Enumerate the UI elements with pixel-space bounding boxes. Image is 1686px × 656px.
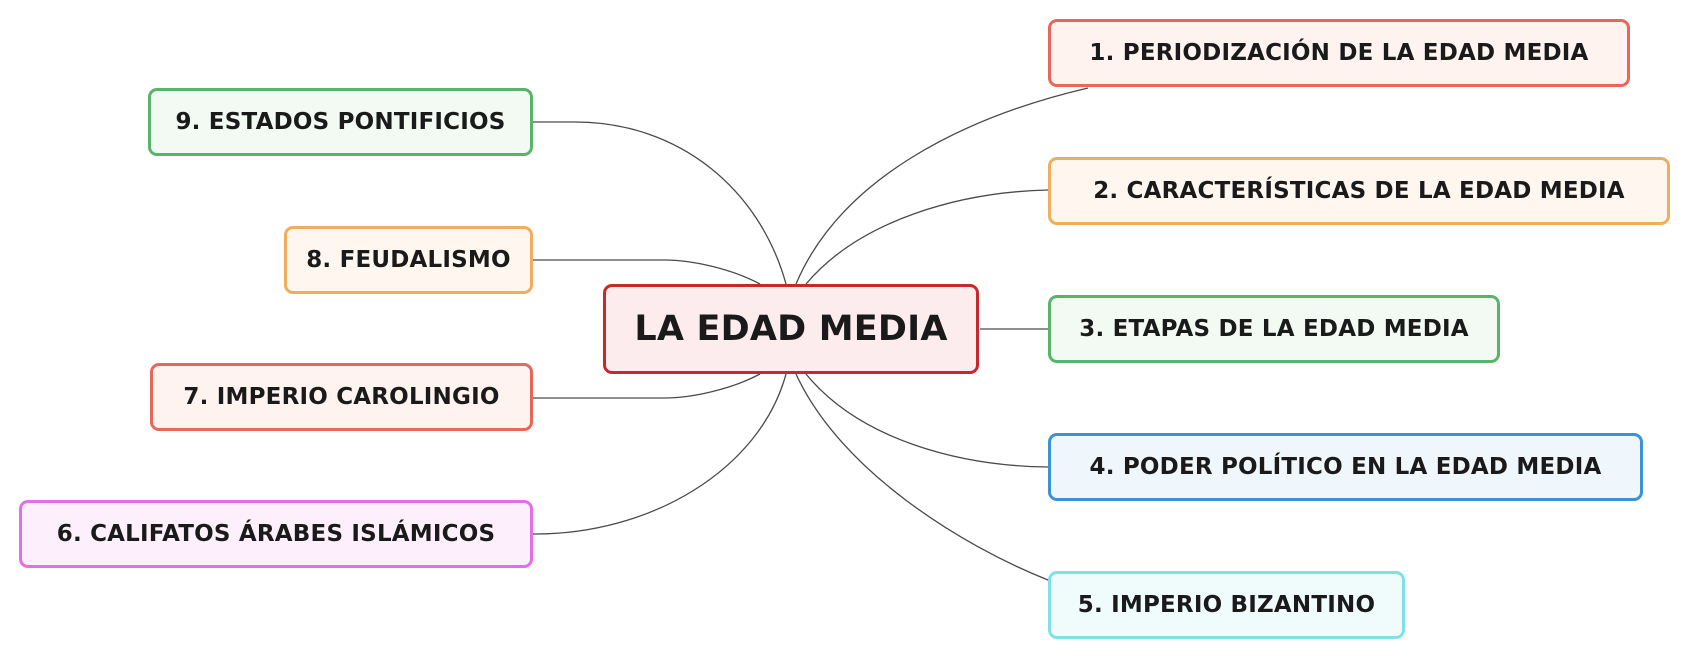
topic-periodizacion[interactable]: 1. PERIODIZACIÓN DE LA EDAD MEDIA [1048,19,1630,87]
topic-imperio-bizantino[interactable]: 5. IMPERIO BIZANTINO [1048,571,1405,639]
topic-label: 8. FEUDALISMO [306,247,511,273]
connector-n8 [533,259,761,285]
topic-label: 7. IMPERIO CAROLINGIO [183,384,500,410]
connector-n2 [805,189,1049,285]
topic-califatos[interactable]: 6. CALIFATOS ÁRABES ISLÁMICOS [19,500,533,568]
topic-label: 5. IMPERIO BIZANTINO [1077,592,1376,618]
connector-n1 [795,87,1089,285]
topic-label: 2. CARACTERÍSTICAS DE LA EDAD MEDIA [1093,178,1625,204]
topic-label: 4. PODER POLÍTICO EN LA EDAD MEDIA [1089,454,1602,480]
topic-estados-pontificios[interactable]: 9. ESTADOS PONTIFICIOS [148,88,533,156]
central-topic[interactable]: LA EDAD MEDIA [603,284,979,374]
connector-n9 [533,121,787,285]
topic-label: 1. PERIODIZACIÓN DE LA EDAD MEDIA [1089,40,1589,66]
topic-poder-politico[interactable]: 4. PODER POLÍTICO EN LA EDAD MEDIA [1048,433,1643,501]
connector-n7 [533,373,761,399]
topic-label: 3. ETAPAS DE LA EDAD MEDIA [1079,316,1469,342]
topic-label: 6. CALIFATOS ÁRABES ISLÁMICOS [56,521,496,547]
connector-n6 [532,373,787,535]
topic-imperio-carolingio[interactable]: 7. IMPERIO CAROLINGIO [150,363,533,431]
topic-caracteristicas[interactable]: 2. CARACTERÍSTICAS DE LA EDAD MEDIA [1048,157,1670,225]
topic-label: 9. ESTADOS PONTIFICIOS [175,109,506,135]
connector-n4 [805,373,1049,468]
central-topic-label: LA EDAD MEDIA [634,309,948,349]
topic-feudalismo[interactable]: 8. FEUDALISMO [284,226,533,294]
topic-etapas[interactable]: 3. ETAPAS DE LA EDAD MEDIA [1048,295,1500,363]
connector-n5 [795,373,1049,581]
